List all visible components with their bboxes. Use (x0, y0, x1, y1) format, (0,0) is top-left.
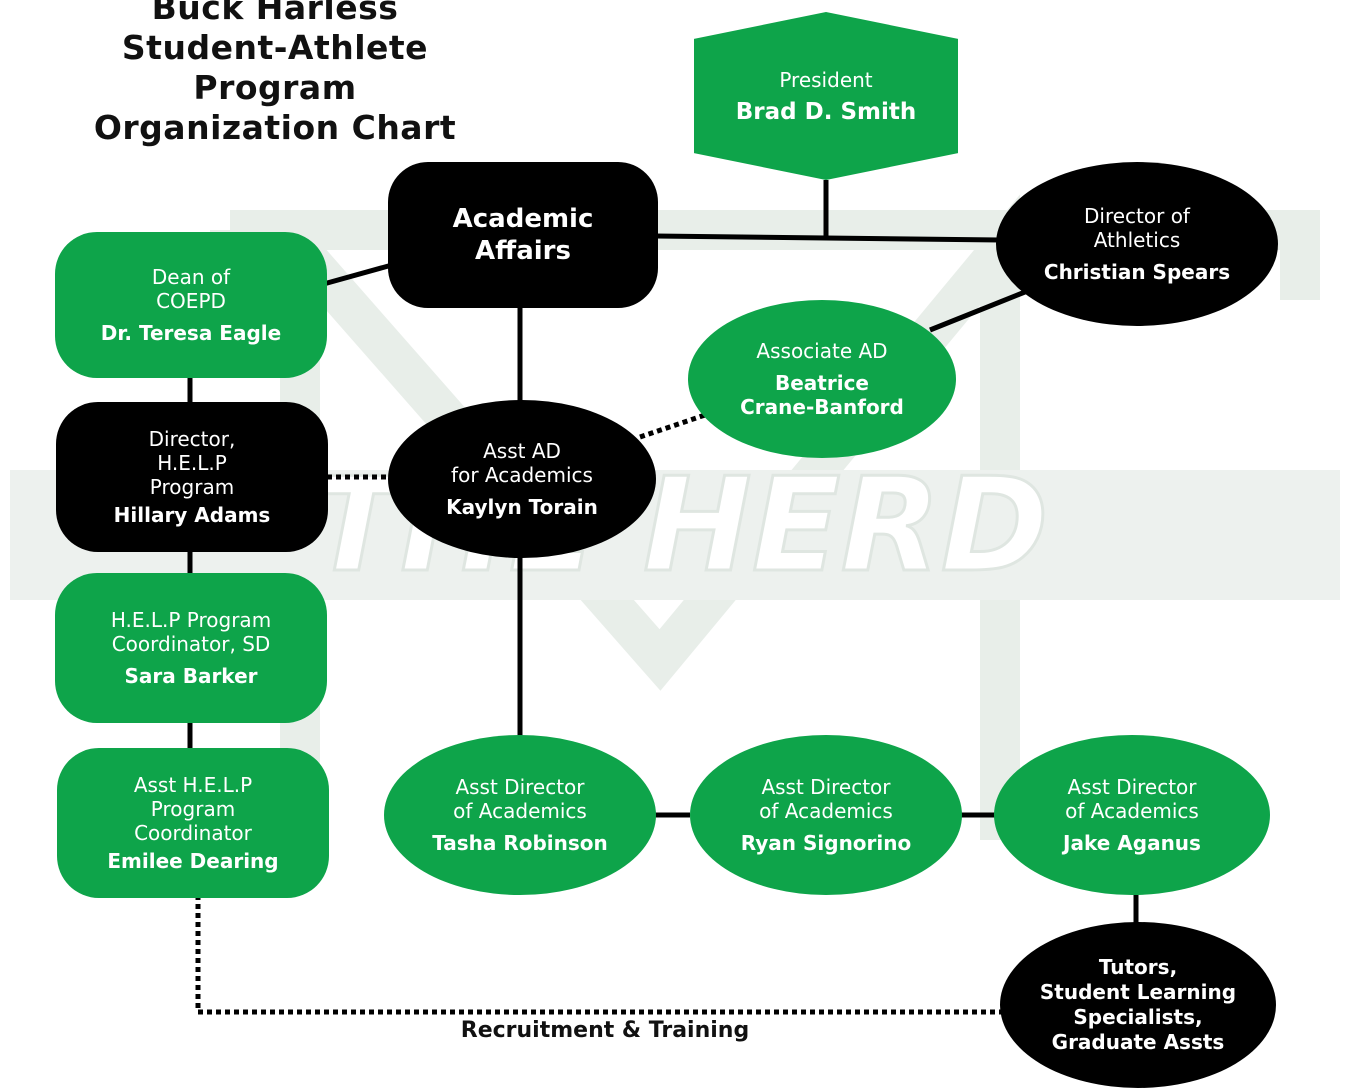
title-line-2: Student-Athlete (121, 28, 429, 67)
node-role: Asst Director of Academics (1065, 775, 1199, 823)
tutors-node: Tutors, Student Learning Specialists, Gr… (1000, 922, 1276, 1088)
node-person: Emilee Dearing (107, 849, 279, 873)
node-role: Director of Athletics (1084, 204, 1190, 252)
node-role: President (779, 68, 873, 92)
node-person: Beatrice Crane-Banford (740, 371, 904, 419)
academic-affairs-node: Academic Affairs (388, 162, 658, 308)
node-role: Asst AD for Academics (451, 439, 593, 487)
node-role: H.E.L.P Program Coordinator, SD (110, 608, 272, 656)
node-person: Jake Aganus (1063, 831, 1201, 855)
node-label: Academic Affairs (452, 204, 594, 266)
president-node: President Brad D. Smith (694, 12, 958, 180)
title-line-4: Organization Chart (93, 108, 457, 147)
node-person: Dr. Teresa Eagle (100, 321, 282, 345)
help-coordinator-node: H.E.L.P Program Coordinator, SD Sara Bar… (55, 573, 327, 723)
asst-director-2-node: Asst Director of Academics Ryan Signorin… (690, 735, 962, 895)
connection-label: Recruitment & Training (460, 1018, 750, 1043)
asst-director-3-node: Asst Director of Academics Jake Aganus (994, 735, 1270, 895)
help-director-node: Director, H.E.L.P Program Hillary Adams (56, 402, 328, 552)
asst-director-1-node: Asst Director of Academics Tasha Robinso… (384, 735, 656, 895)
title-line-1: Buck Harless (151, 0, 399, 27)
node-person: Ryan Signorino (740, 831, 912, 855)
associate-ad-node: Associate AD Beatrice Crane-Banford (688, 300, 956, 458)
title-line-3: Program (193, 68, 357, 107)
node-role: Director, H.E.L.P Program (148, 427, 236, 499)
chart-title: Buck Harless Student-Athlete Program Org… (40, 0, 510, 148)
node-role: Dean of COEPD (151, 265, 231, 313)
node-label: Tutors, Student Learning Specialists, Gr… (1039, 955, 1237, 1054)
node-role: Asst H.E.L.P Program Coordinator (133, 773, 253, 845)
dean-node: Dean of COEPD Dr. Teresa Eagle (55, 232, 327, 378)
node-person: Christian Spears (1043, 260, 1231, 284)
node-person: Brad D. Smith (735, 99, 917, 125)
asst-ad-node: Asst AD for Academics Kaylyn Torain (388, 400, 656, 558)
director-athletics-node: Director of Athletics Christian Spears (996, 162, 1278, 326)
node-person: Sara Barker (124, 664, 258, 688)
node-role: Asst Director of Academics (453, 775, 587, 823)
node-role: Associate AD (756, 339, 888, 363)
node-role: Asst Director of Academics (759, 775, 893, 823)
node-person: Hillary Adams (113, 503, 271, 527)
node-person: Tasha Robinson (432, 831, 608, 855)
asst-help-coordinator-node: Asst H.E.L.P Program Coordinator Emilee … (57, 748, 329, 898)
node-person: Kaylyn Torain (446, 495, 598, 519)
